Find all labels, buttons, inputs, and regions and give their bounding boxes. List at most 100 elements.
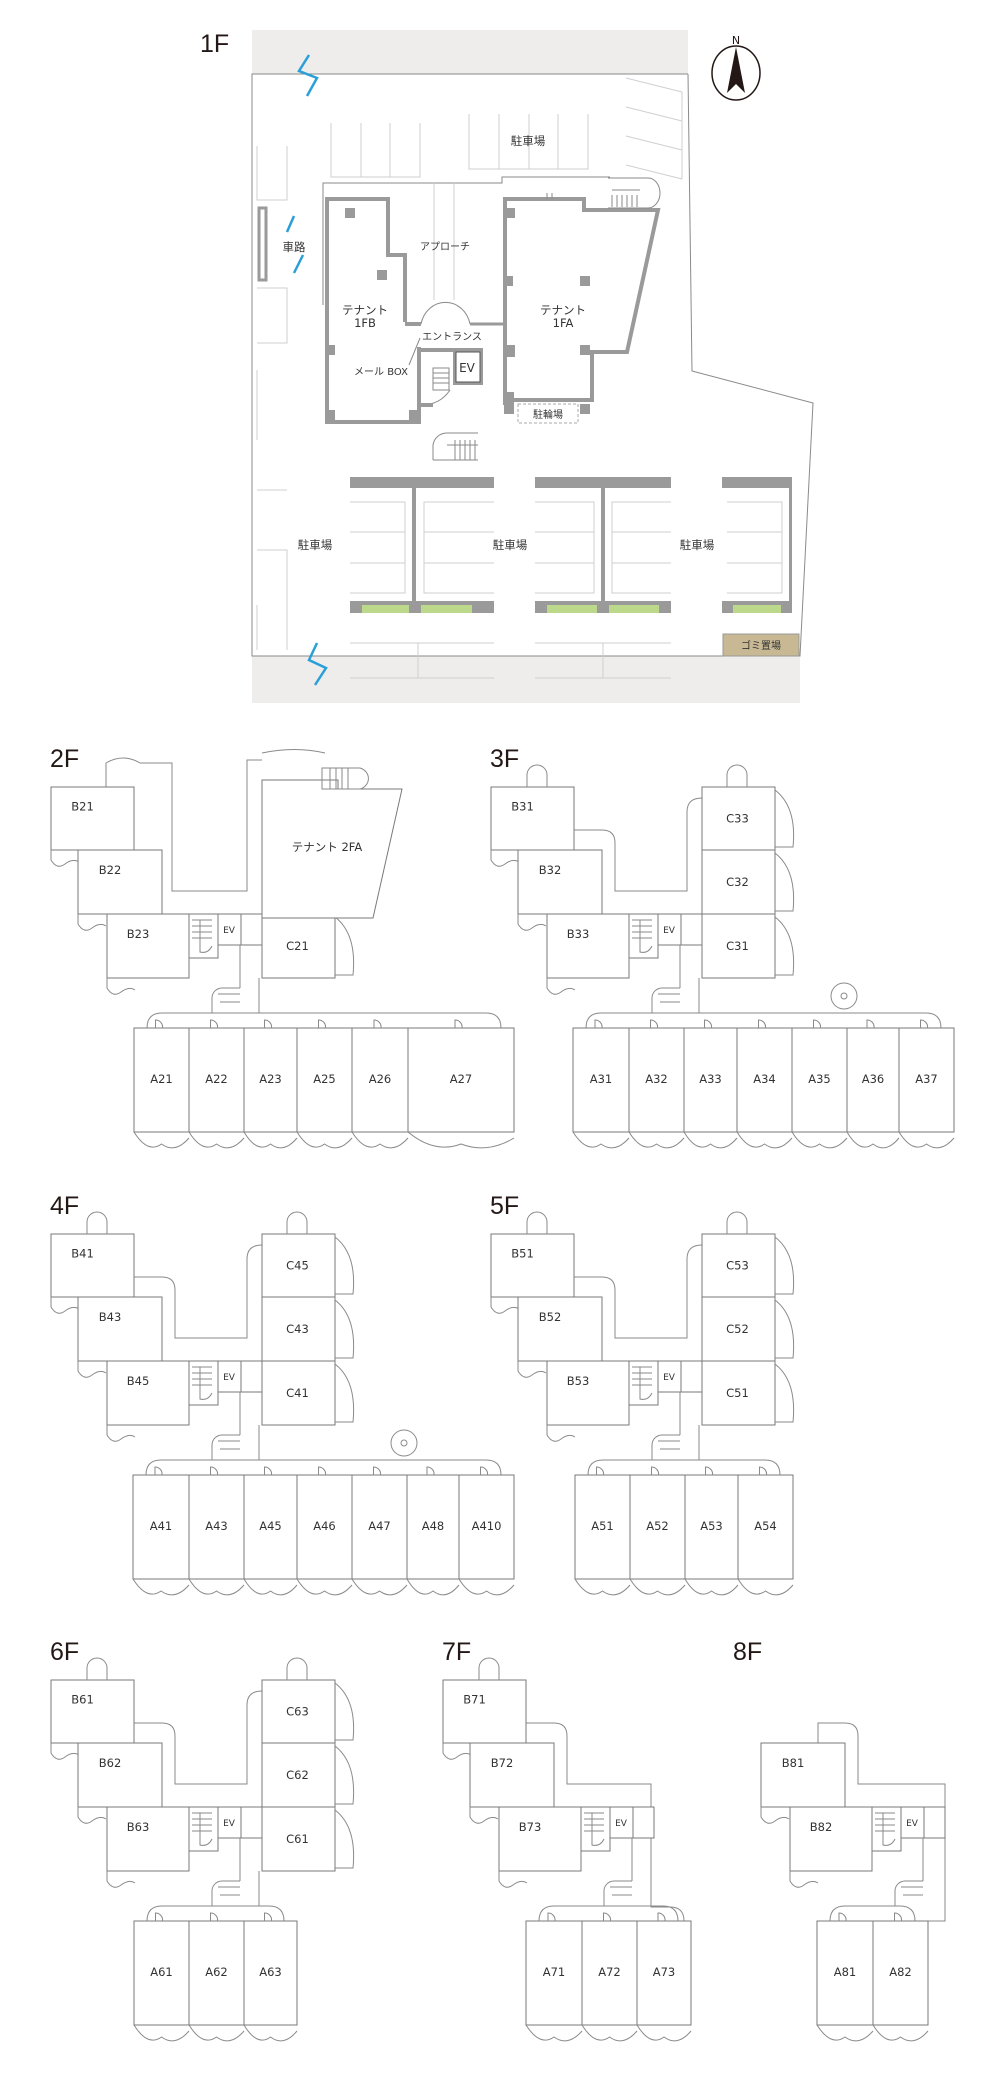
garbage-area-label: ゴミ置場 <box>741 639 781 652</box>
room-label: B31 <box>511 800 534 814</box>
balcony <box>774 852 795 912</box>
balcony <box>581 2024 638 2042</box>
balcony <box>334 1745 355 1805</box>
spiral-stair-core <box>840 992 848 1000</box>
lower-stair <box>651 1392 681 1460</box>
room-label: A25 <box>313 1072 336 1086</box>
elevator-label: EV <box>663 926 676 936</box>
room-label: A36 <box>862 1072 885 1086</box>
tenant-1fa-id: 1FA <box>553 316 574 330</box>
parking-block-2 <box>535 477 671 613</box>
tenant-1fa-label: テナント <box>540 303 586 317</box>
room-label: A410 <box>472 1519 502 1533</box>
floor-1f: 1F N 駐車場 車路 アプローチ <box>200 30 814 703</box>
balcony <box>816 2024 874 2042</box>
balcony <box>774 789 795 848</box>
room-label: A23 <box>259 1072 282 1086</box>
core: EV <box>419 348 483 407</box>
balcony <box>77 1361 107 1378</box>
door-swing <box>838 1912 847 1922</box>
room-c41 <box>261 1360 336 1426</box>
elevator-label: EV <box>223 1819 236 1829</box>
mailbox-label: メール BOX <box>354 367 408 378</box>
balcony <box>50 1743 80 1760</box>
door-swing <box>758 1019 767 1029</box>
room-b31 <box>490 786 575 851</box>
room-b23 <box>106 913 190 979</box>
bump <box>86 1657 108 1680</box>
balcony <box>334 1682 355 1741</box>
tenant-1fb-id: 1FB <box>354 316 376 330</box>
balcony <box>490 1297 520 1314</box>
door-swing <box>373 1019 382 1029</box>
balcony <box>490 850 520 867</box>
balcony <box>132 1578 190 1596</box>
door-swing <box>547 1912 556 1922</box>
balcony <box>684 1578 739 1596</box>
elevator-label: EV <box>615 1819 628 1829</box>
road-band-top <box>252 30 688 74</box>
room-tenant-2fa <box>261 779 403 919</box>
parking-stalls-bottom <box>350 642 671 679</box>
lower-stair <box>211 1392 241 1460</box>
stair <box>628 1360 659 1406</box>
balcony <box>898 1131 955 1149</box>
room-label: C41 <box>286 1386 309 1400</box>
room-b45 <box>106 1360 190 1426</box>
room-a410 <box>458 1474 515 1580</box>
room-a54 <box>737 1474 794 1580</box>
door-swing <box>920 1019 929 1029</box>
traffic-arrow-icon <box>285 54 328 686</box>
spiral-stair <box>390 1429 418 1457</box>
balcony <box>334 1809 355 1869</box>
room-label: B41 <box>71 1247 94 1261</box>
balcony <box>407 1131 515 1149</box>
balcony <box>546 978 576 995</box>
room-b32 <box>517 849 603 915</box>
balcony <box>872 2024 929 2042</box>
room-label: B71 <box>463 1693 486 1707</box>
tenant-1fb-label: テナント <box>342 303 388 317</box>
lobby <box>632 1806 655 1839</box>
room-label: A48 <box>422 1519 445 1533</box>
spiral-stair-outline <box>390 1429 418 1457</box>
room-b82 <box>789 1806 873 1872</box>
corridor-a <box>585 1012 942 1029</box>
balcony <box>574 1578 631 1596</box>
door-swing <box>426 1466 435 1476</box>
room-label: A43 <box>205 1519 228 1533</box>
balcony <box>736 1131 793 1149</box>
corridor <box>105 749 326 892</box>
balcony <box>243 2024 298 2042</box>
room-a33 <box>683 1027 738 1133</box>
stair <box>628 913 659 959</box>
balcony <box>458 1578 515 1596</box>
room-label: A32 <box>645 1072 668 1086</box>
room-b61 <box>50 1679 135 1744</box>
room-label: A22 <box>205 1072 228 1086</box>
tenant-2fa-label: テナント 2FA <box>292 840 363 854</box>
room-c52 <box>701 1296 776 1362</box>
balcony <box>334 1299 355 1359</box>
road-marker <box>257 206 268 282</box>
lobby <box>923 1806 946 1839</box>
corridor <box>134 1244 263 1339</box>
door-swing <box>704 1019 713 1029</box>
room-a45 <box>243 1474 298 1580</box>
outdoor-stair <box>432 432 478 461</box>
room-label: C45 <box>286 1259 309 1273</box>
balcony <box>774 1236 795 1295</box>
bump <box>286 1657 308 1680</box>
stair-treads <box>632 1366 653 1400</box>
room-a48 <box>406 1474 460 1580</box>
room-label: A54 <box>754 1519 777 1533</box>
room-a35 <box>791 1027 848 1133</box>
parking-label: 駐車場 <box>493 538 528 552</box>
parking-label: 駐車場 <box>680 538 715 552</box>
corridor <box>574 797 703 892</box>
corridor-a <box>587 1459 781 1476</box>
